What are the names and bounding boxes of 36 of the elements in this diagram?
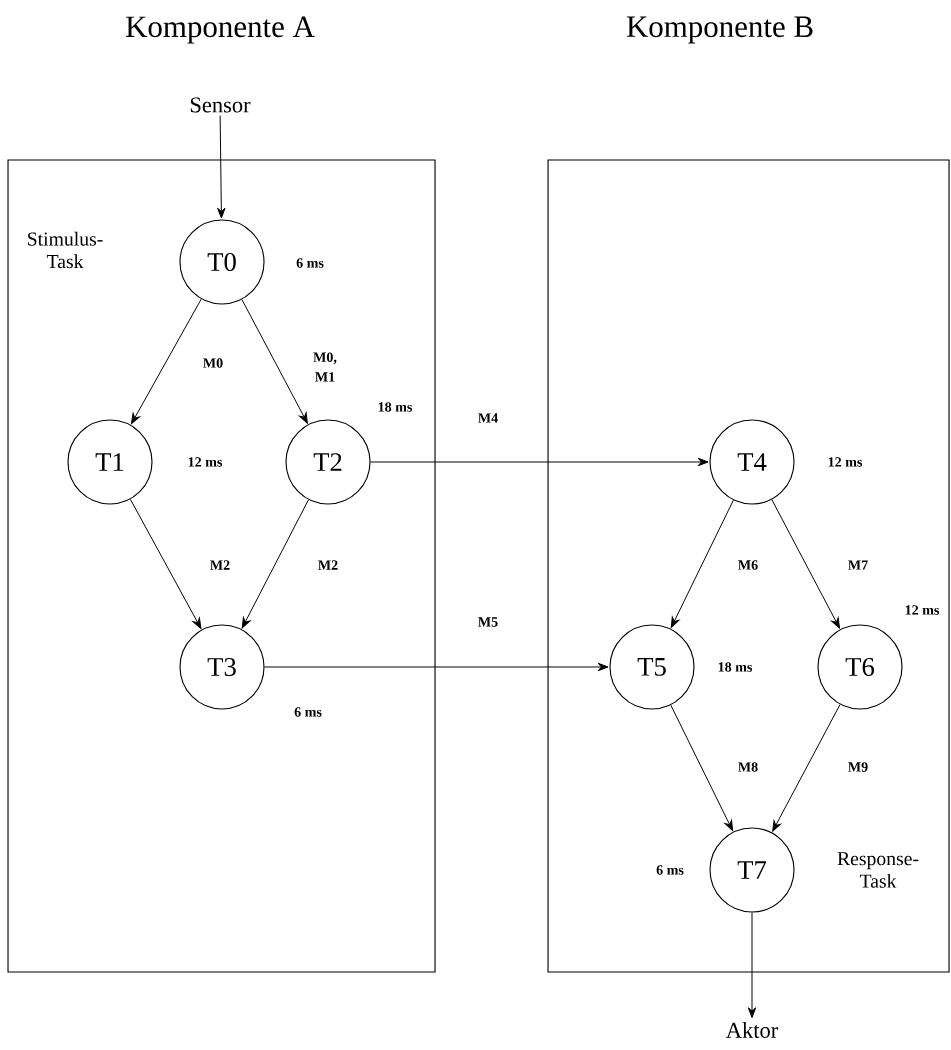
arrow bbox=[771, 499, 840, 629]
arrow bbox=[747, 912, 757, 1019]
io-label: Sensor bbox=[190, 97, 251, 113]
duration-label: 12 ms bbox=[188, 457, 223, 467]
duration-label: 6 ms bbox=[296, 258, 324, 268]
edge-label: M6 bbox=[738, 560, 758, 570]
edge-label: M0, M1 bbox=[313, 352, 337, 382]
edge-label: M4 bbox=[478, 413, 498, 423]
arrow bbox=[129, 498, 202, 629]
edge-label: M7 bbox=[848, 560, 868, 570]
node-label: Komponente A bbox=[125, 16, 315, 44]
io-label: Aktor bbox=[726, 1022, 779, 1038]
edge-label: M9 bbox=[848, 762, 868, 772]
arrow bbox=[131, 298, 202, 425]
duration-label: 6 ms bbox=[294, 707, 322, 717]
duration-label: 6 ms bbox=[656, 865, 684, 875]
duration-label: 18 ms bbox=[378, 402, 413, 412]
arrow bbox=[670, 704, 734, 832]
arrow bbox=[370, 457, 709, 467]
arrow bbox=[772, 704, 841, 832]
edge-label: M2 bbox=[210, 560, 230, 570]
duration-label: 18 ms bbox=[718, 662, 753, 672]
arrow bbox=[241, 499, 309, 629]
edge-label: M5 bbox=[478, 617, 498, 627]
task-role-label: Response-Task bbox=[837, 852, 919, 888]
edge-label: M2 bbox=[318, 560, 338, 570]
arrow bbox=[217, 115, 226, 219]
node-label: Komponente B bbox=[626, 16, 813, 44]
duration-label: 12 ms bbox=[828, 457, 863, 467]
arrow bbox=[264, 662, 609, 672]
edge-label: M8 bbox=[738, 762, 758, 772]
duration-label: 12 ms bbox=[905, 605, 940, 615]
edge-label: M0 bbox=[203, 358, 223, 368]
arrow bbox=[670, 499, 734, 628]
arrow bbox=[241, 299, 308, 424]
task-role-label: Stimulus-Task bbox=[28, 231, 103, 269]
